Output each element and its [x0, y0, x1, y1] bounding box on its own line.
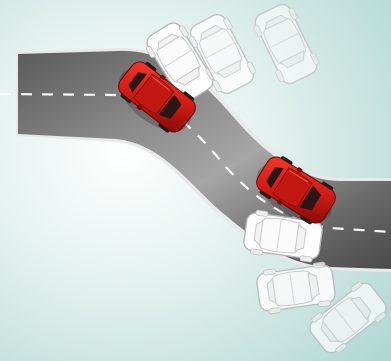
stability-control-illustration [0, 0, 391, 361]
